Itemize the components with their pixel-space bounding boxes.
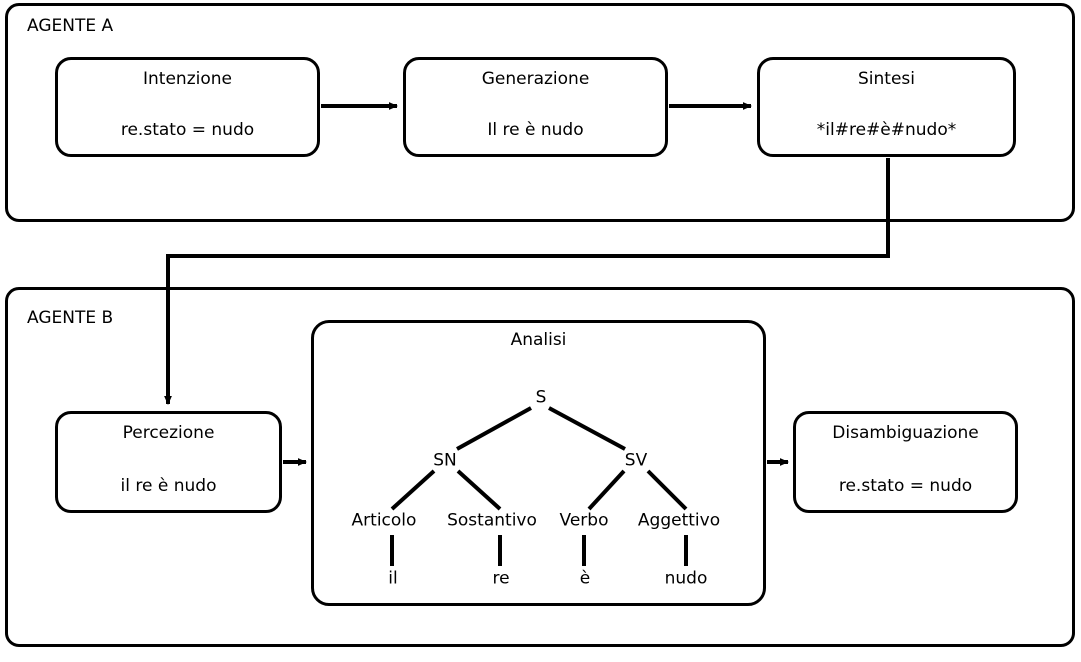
tree-word-nudo: nudo [664,568,708,589]
tree-node-sostantivo: Sostantivo [447,510,537,531]
node-percezione-title: Percezione [122,423,215,443]
agent-a-label: AGENTE A [27,16,114,36]
node-percezione[interactable]: Percezione il re è nudo [55,411,282,513]
syntax-tree-edges [390,406,688,566]
tree-word-il: il [388,568,398,589]
tree-word-re: re [492,568,510,589]
node-percezione-value: il re è nudo [120,476,217,496]
agent-b-label: AGENTE B [27,308,114,328]
node-sintesi-value: *il#re#è#nudo* [816,120,957,140]
tree-node-sv: SV [624,450,648,471]
syntax-tree: S SN SV Articolo Sostantivo Verbo Aggett… [314,323,763,603]
tree-node-verbo: Verbo [559,510,609,531]
node-generazione[interactable]: Generazione Il re è nudo [403,57,668,157]
node-intenzione-value: re.stato = nudo [120,120,255,140]
tree-node-articolo: Articolo [351,510,417,531]
tree-node-s: S [535,387,547,408]
node-generazione-value: Il re è nudo [487,120,584,140]
tree-node-aggettivo: Aggettivo [637,510,721,531]
analysis-box[interactable]: Analisi [311,320,766,606]
node-disambiguazione-title: Disambiguazione [832,423,979,443]
node-disambiguazione-value: re.stato = nudo [838,476,973,496]
node-generazione-title: Generazione [481,69,590,89]
node-sintesi[interactable]: Sintesi *il#re#è#nudo* [757,57,1016,157]
node-sintesi-title: Sintesi [858,69,915,89]
node-intenzione-title: Intenzione [143,69,232,89]
node-disambiguazione[interactable]: Disambiguazione re.stato = nudo [793,411,1018,513]
node-intenzione[interactable]: Intenzione re.stato = nudo [55,57,320,157]
tree-node-sn: SN [433,450,457,471]
tree-word-e: è [579,568,591,589]
